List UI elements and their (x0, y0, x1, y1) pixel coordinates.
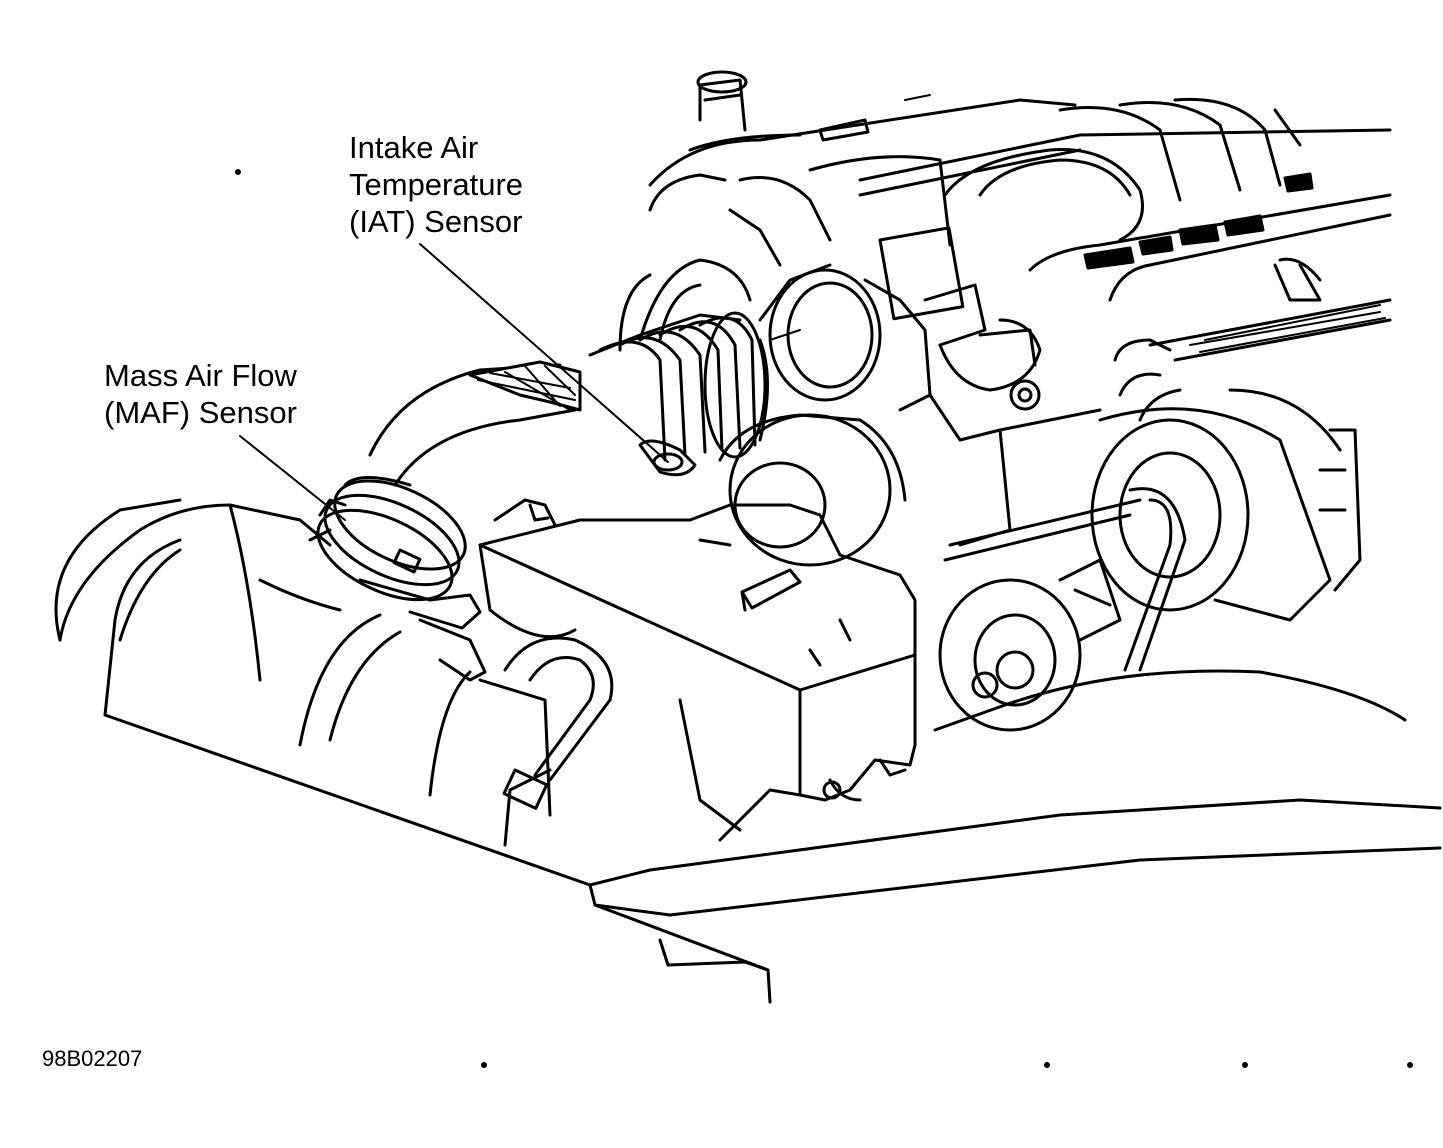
figure-id: 98B02207 (42, 1046, 143, 1071)
engine-front-cover (618, 258, 1182, 567)
maf-label-line-2: (MAF) Sensor (104, 395, 297, 430)
iat-label-line-3: (IAT) Sensor (349, 204, 523, 239)
maf-sensor-label: Mass Air Flow (MAF) Sensor (104, 357, 297, 431)
maf-sensor (308, 476, 487, 682)
print-specks (235, 169, 1413, 1068)
iat-label-line-2: Temperature (349, 167, 524, 202)
air-cleaner-housing (58, 503, 552, 847)
maf-leader-line (239, 435, 346, 521)
iat-sensor-label: Intake Air Temperature (IAT) Sensor (349, 129, 523, 240)
front-fascia (54, 498, 1442, 1004)
throttle-body (758, 226, 1042, 412)
iat-label-line-1: Intake Air (349, 130, 479, 165)
engine-cover (478, 498, 917, 842)
maf-label-line-1: Mass Air Flow (104, 358, 297, 393)
intake-manifold (648, 70, 1392, 302)
intake-duct (368, 311, 769, 487)
iat-leader-line (419, 243, 669, 463)
leader-lines (239, 243, 801, 521)
